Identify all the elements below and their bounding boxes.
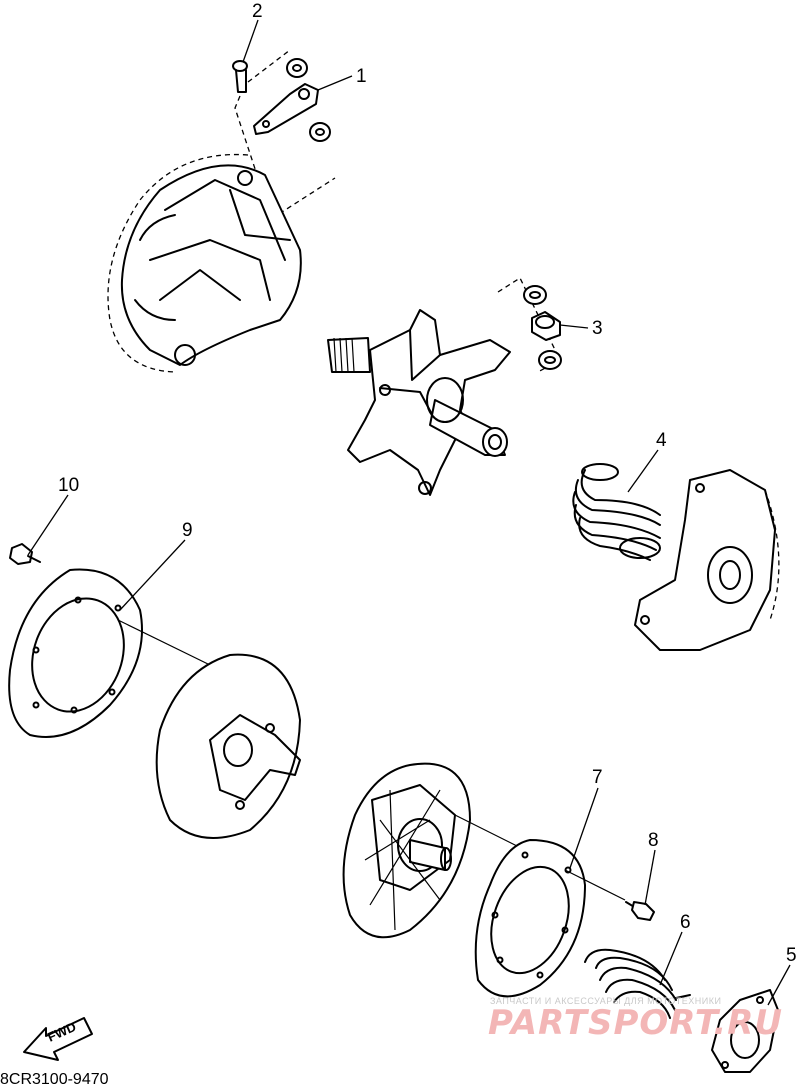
watermark-tagline: ЗАПЧАСТИ И АКСЕССУАРЫ ДЛЯ МОТОТЕХНИКИ bbox=[490, 996, 721, 1006]
bolt-part-10 bbox=[9, 543, 41, 565]
bolt-part-2 bbox=[232, 60, 248, 93]
callout-leaders bbox=[27, 19, 791, 1006]
callout-8: 8 bbox=[648, 830, 659, 851]
callout-1: 1 bbox=[356, 66, 367, 87]
rollers-part-3 bbox=[497, 277, 562, 373]
spring-cover bbox=[634, 469, 780, 651]
spring-part-4 bbox=[572, 463, 661, 561]
fixed-sheave bbox=[155, 653, 301, 839]
watermark-brand: PARTSPORT.RU bbox=[488, 1003, 783, 1043]
bolt-part-8 bbox=[625, 901, 655, 921]
diagram-code: 8CR3100-9470 bbox=[0, 1071, 109, 1087]
primary-sheave-housing bbox=[107, 153, 302, 373]
fwd-arrow-icon: FWD bbox=[23, 1017, 93, 1061]
callout-6: 6 bbox=[680, 912, 691, 933]
callout-2: 2 bbox=[252, 1, 263, 22]
callout-4: 4 bbox=[656, 430, 667, 451]
secondary-sheave bbox=[342, 762, 471, 939]
callout-7: 7 bbox=[592, 767, 603, 788]
callout-9: 9 bbox=[182, 520, 193, 541]
callout-10: 10 bbox=[58, 475, 79, 496]
callout-3: 3 bbox=[592, 318, 603, 339]
plate-part-9 bbox=[8, 568, 143, 738]
spider-shaft bbox=[327, 309, 511, 496]
plate-part-7 bbox=[474, 839, 586, 998]
spring-part-6 bbox=[584, 948, 691, 1019]
callout-5: 5 bbox=[786, 945, 797, 966]
